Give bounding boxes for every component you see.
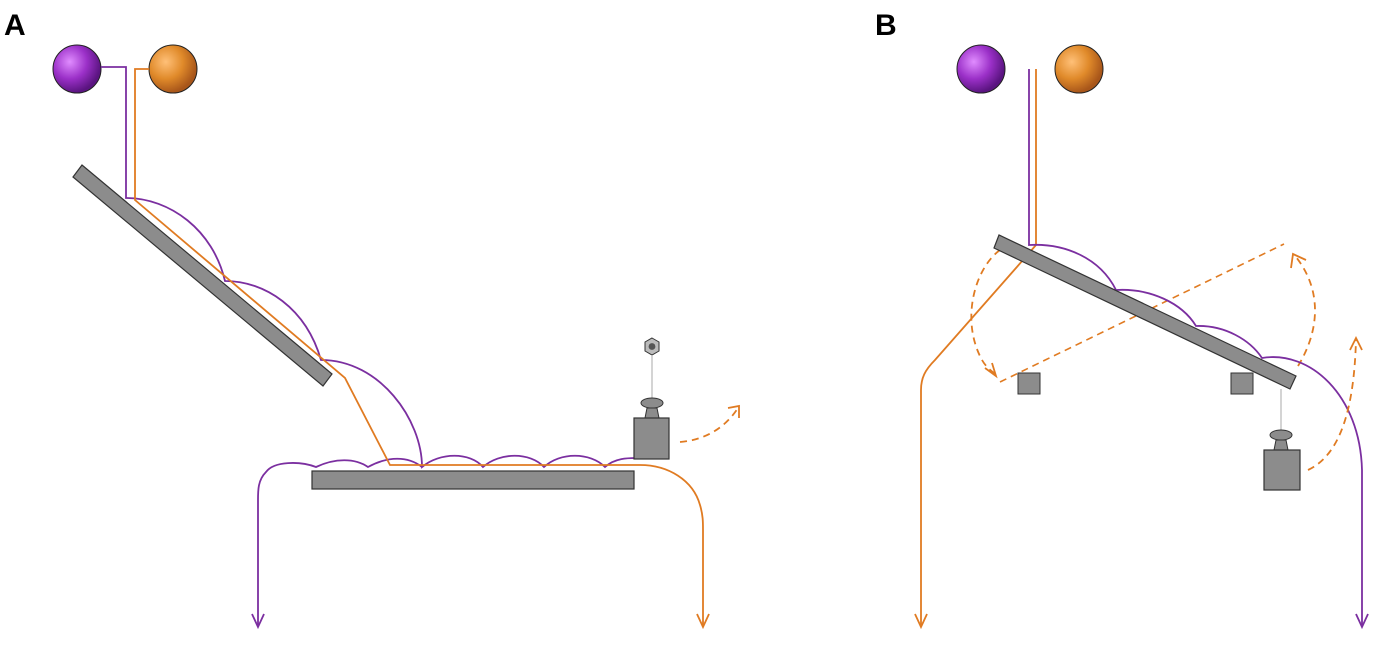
orange-arrowhead-b — [914, 613, 928, 630]
orange-trajectory-b — [920, 69, 1037, 626]
purple-trajectory-a — [101, 66, 638, 626]
orange-sphere-b — [1054, 44, 1104, 94]
purple-trajectory-b — [1028, 69, 1363, 626]
dashed-curved-arrowhead-left-b — [984, 362, 998, 379]
purple-arrowhead-a — [251, 613, 265, 630]
dashed-curved-arrow-left-b — [970, 249, 1001, 375]
detector-neck-a — [644, 407, 660, 419]
purple-sphere-a — [52, 44, 102, 94]
orange-trajectory-a — [134, 68, 704, 626]
dashed-curved-arrowhead-right-b — [1290, 252, 1307, 269]
dashed-curved-arrow-right-b — [1295, 256, 1316, 367]
detector-knob-b — [1269, 429, 1293, 441]
panel-a-label: A — [4, 9, 26, 42]
hexagon-nut-hole — [648, 343, 656, 350]
detector-neck-b — [1273, 439, 1289, 451]
panel-b-label: B — [875, 9, 897, 42]
dashed-arrowhead-a — [727, 404, 740, 418]
dashed-arrow-b — [1307, 339, 1357, 471]
dashed-arrow-a — [679, 407, 739, 443]
purple-arrowhead-b — [1355, 613, 1369, 630]
detector-b — [1263, 389, 1301, 491]
sloped-plate-b — [993, 234, 1297, 390]
small-block-left-b — [1017, 372, 1041, 395]
panel-a: A — [4, 9, 740, 630]
detector-block-b — [1263, 449, 1301, 491]
detector-knob-a — [640, 397, 664, 409]
panel-b: B — [875, 9, 1369, 630]
orange-sphere-a — [148, 44, 198, 94]
detector-block-a — [633, 417, 670, 460]
sloped-plate-a — [72, 164, 333, 387]
small-block-right-b — [1230, 372, 1254, 395]
detector-a — [633, 337, 670, 460]
purple-sphere-b — [956, 44, 1006, 94]
horizontal-plate-a — [311, 470, 635, 490]
dashed-arrowhead-b — [1349, 335, 1363, 351]
orange-arrowhead-a — [696, 613, 710, 630]
